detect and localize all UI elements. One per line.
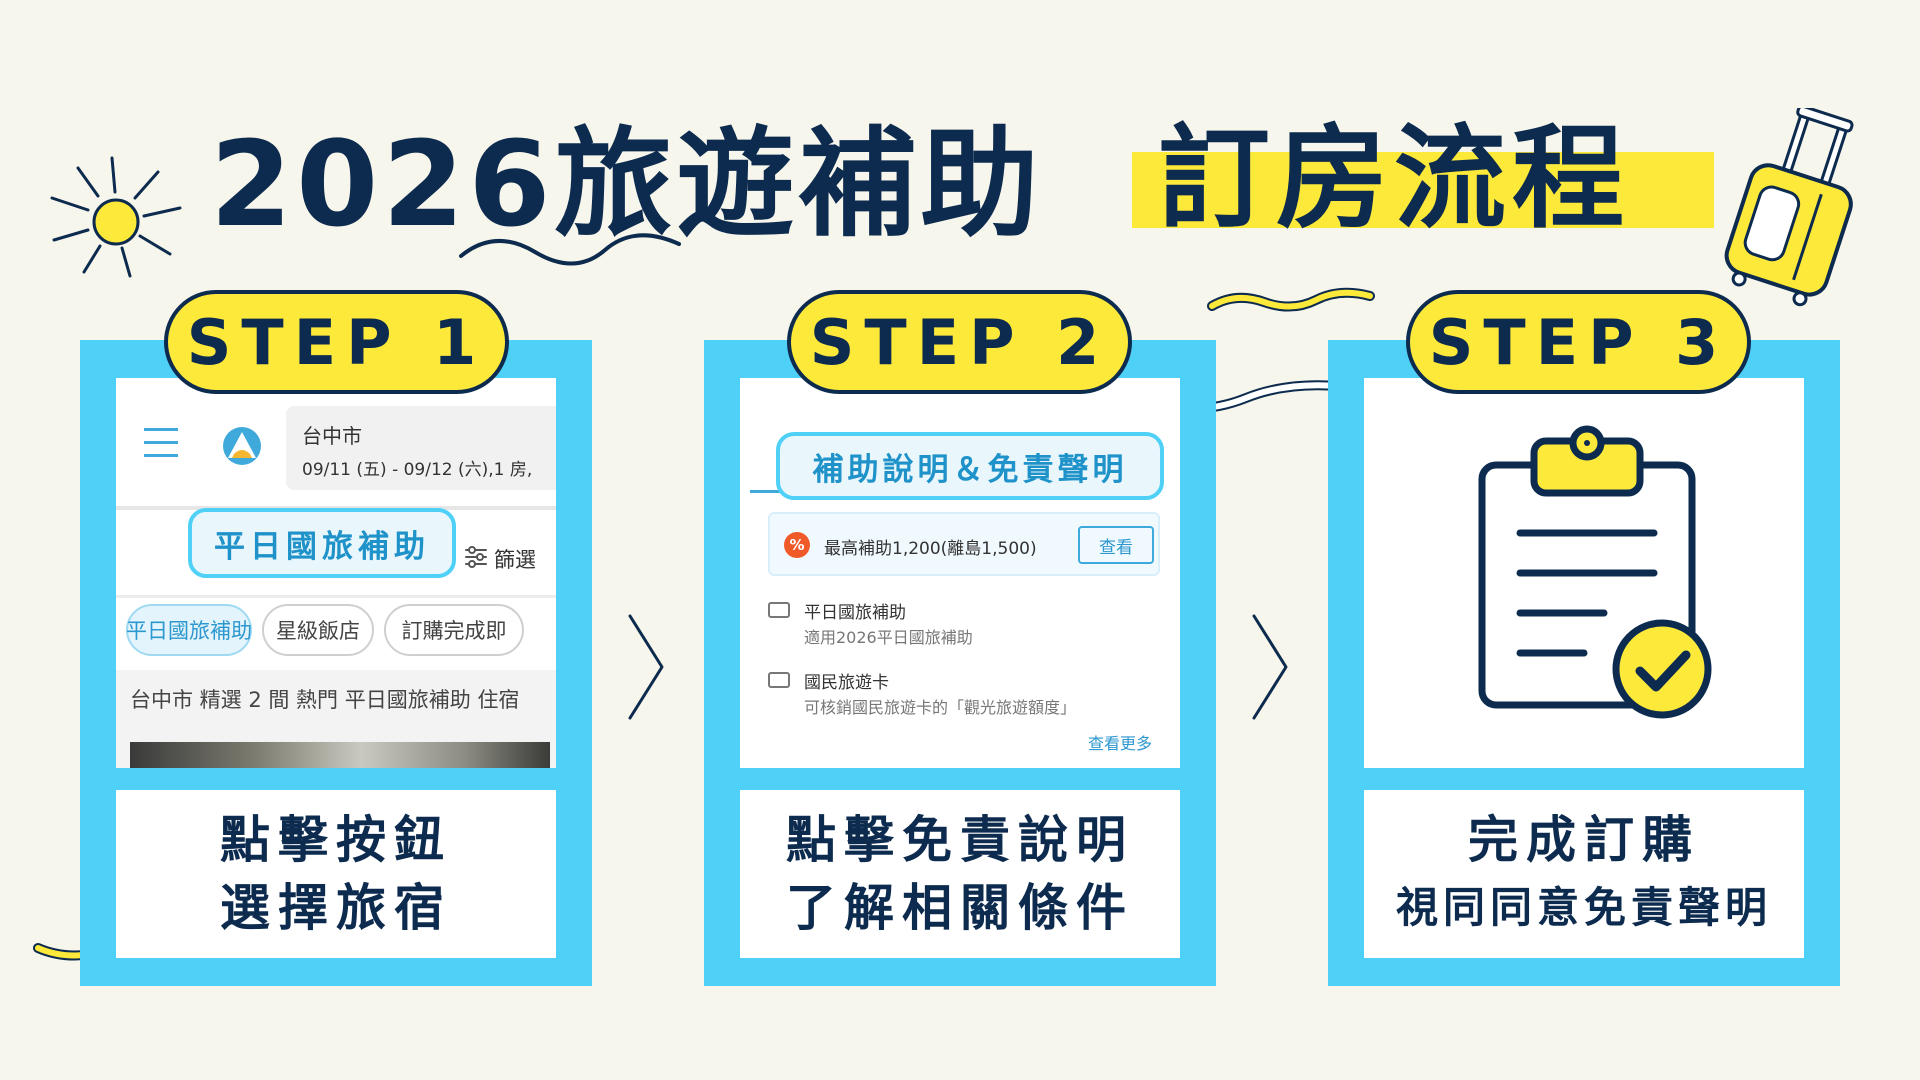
title-highlight-bar (1132, 152, 1714, 228)
chip-star-hotel[interactable]: 星級飯店 (262, 604, 374, 656)
promo-banner: % 最高補助1,200(離島1,500) 查看 (768, 512, 1160, 576)
page-header: 2026旅遊補助 訂房流程 (0, 70, 1920, 253)
step-3-illustration (1364, 378, 1804, 768)
caption-line: 了解相關條件 (786, 879, 1134, 937)
callout-bubble: 平日國旅補助 (188, 508, 456, 578)
view-button[interactable]: 查看 (1078, 526, 1154, 564)
step-2-panel: % 最高補助1,200(離島1,500) 查看 平日國旅補助 適用2026平日國… (704, 340, 1216, 986)
filter-label[interactable]: 篩選 (494, 548, 536, 572)
logo-icon (223, 427, 261, 465)
step-3-panel: 完成訂購 視同同意免責聲明 (1328, 340, 1840, 986)
card-icon (768, 672, 790, 688)
page-title: 2026旅遊補助 (210, 115, 1043, 253)
hotel-list-title: 台中市 精選 2 間 熱門 平日國旅補助 住宿 (130, 688, 520, 712)
hotel-list-header: 台中市 精選 2 間 熱門 平日國旅補助 住宿 (116, 670, 556, 768)
see-more-link[interactable]: 查看更多 (1088, 734, 1153, 753)
step-1-panel: 台中市 09/11 (五) - 09/12 (六),1 房, 篩選 平日國旅補助… (80, 340, 592, 986)
caption-line: 視同同意免責聲明 (1395, 883, 1772, 932)
tab-indicator (750, 490, 802, 493)
chevron-right-icon (628, 614, 664, 720)
filter-icon[interactable] (464, 546, 488, 568)
step-3-label: STEP 3 (1406, 290, 1751, 394)
app-header: 台中市 09/11 (五) - 09/12 (六),1 房, (116, 378, 556, 510)
filter-chips: 平日國旅補助 星級飯店 訂購完成即 (126, 600, 556, 660)
suitcase-icon (1724, 108, 1854, 307)
chip-weekday-subsidy[interactable]: 平日國旅補助 (126, 604, 252, 656)
callout-bubble: 補助說明＆免責聲明 (776, 432, 1164, 500)
card-icon (768, 602, 790, 618)
step-3-caption: 完成訂購 視同同意免責聲明 (1364, 790, 1804, 958)
benefit-subtitle: 可核銷國民旅遊卡的「觀光旅遊額度」 (804, 698, 1077, 717)
caption-line: 點擊免責說明 (786, 811, 1134, 869)
benefit-subtitle: 適用2026平日國旅補助 (804, 628, 973, 647)
menu-icon[interactable] (144, 428, 178, 458)
promo-text: 最高補助1,200(離島1,500) (824, 539, 1037, 559)
chevron-right-icon (1252, 614, 1288, 720)
filter-row: 篩選 (116, 514, 556, 598)
caption-line: 完成訂購 (1468, 811, 1700, 869)
wave-icon (459, 233, 681, 266)
clipboard-check-icon (1478, 425, 1712, 719)
search-dates: 09/11 (五) - 09/12 (六),1 房, (302, 460, 533, 480)
benefit-title: 國民旅遊卡 (804, 673, 889, 693)
benefit-item: 平日國旅補助 適用2026平日國旅補助 (768, 598, 1148, 648)
step-1-screenshot: 台中市 09/11 (五) - 09/12 (六),1 房, 篩選 平日國旅補助… (116, 378, 556, 768)
step-2-label: STEP 2 (787, 290, 1132, 394)
step-2-screenshot: % 最高補助1,200(離島1,500) 查看 平日國旅補助 適用2026平日國… (740, 378, 1180, 768)
step-1-label: STEP 1 (164, 290, 509, 394)
step-2-caption: 點擊免責說明 了解相關條件 (740, 790, 1180, 958)
page-title-highlight: 訂房流程 (1158, 114, 1630, 244)
caption-line: 點擊按鈕 (220, 811, 452, 869)
hotel-photo[interactable] (130, 742, 550, 768)
wave-icon (1207, 287, 1375, 312)
benefit-item: 國民旅遊卡 可核銷國民旅遊卡的「觀光旅遊額度」 (768, 668, 1148, 718)
caption-line: 選擇旅宿 (220, 879, 452, 937)
benefit-title: 平日國旅補助 (804, 603, 906, 623)
chip-order-complete[interactable]: 訂購完成即 (384, 604, 524, 656)
search-box[interactable]: 台中市 09/11 (五) - 09/12 (六),1 房, (286, 406, 556, 490)
discount-badge-icon: % (784, 532, 810, 558)
search-city: 台中市 (302, 424, 362, 448)
step-1-caption: 點擊按鈕 選擇旅宿 (116, 790, 556, 958)
sun-icon (50, 156, 182, 278)
